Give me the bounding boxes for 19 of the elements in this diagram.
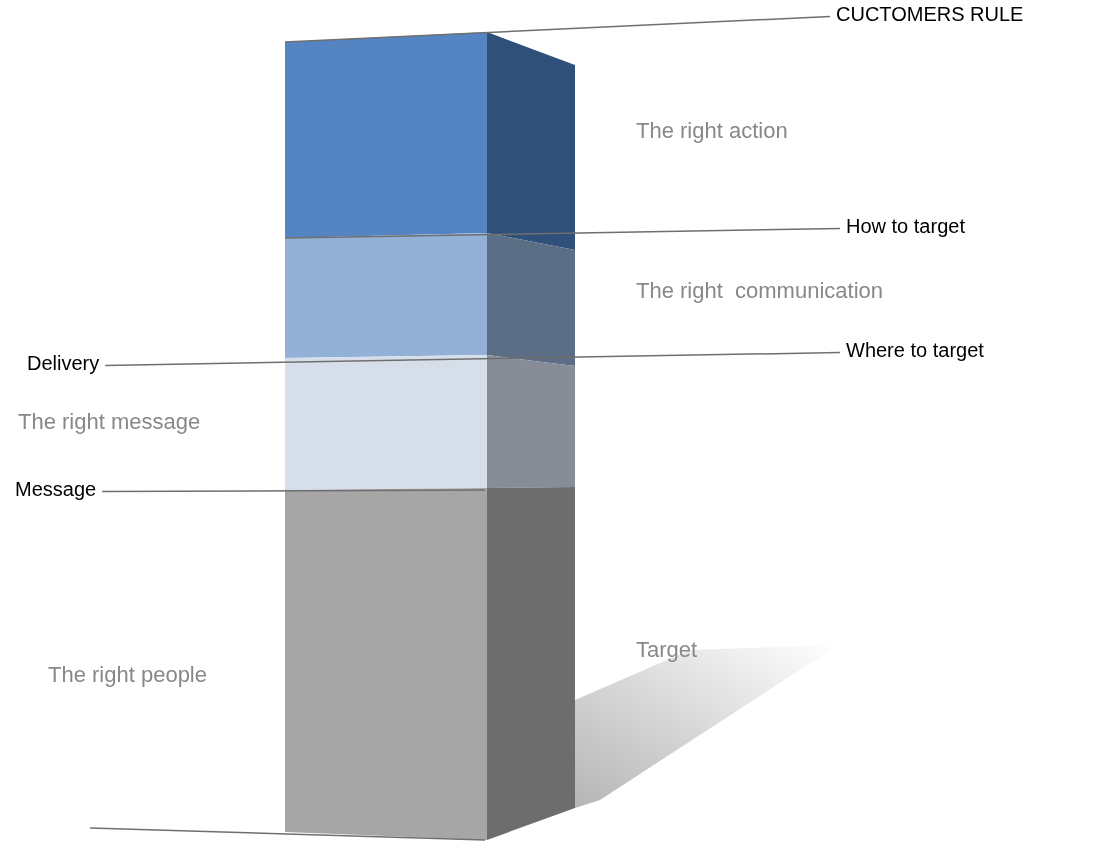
leader-line: [104, 351, 841, 367]
layer-label: The right message: [18, 409, 201, 435]
leader-line: [89, 827, 486, 841]
leader-line: [101, 489, 486, 493]
layer-label: The right communication: [636, 278, 883, 304]
leader-line: [284, 227, 841, 239]
column-segment: [285, 355, 575, 490]
layer-label: The right action: [636, 118, 788, 144]
callout-label: Delivery: [27, 352, 100, 375]
leader-line: [284, 15, 831, 43]
column-segment: [285, 32, 575, 250]
layer-label: Target: [636, 637, 698, 663]
layer-label: The right people: [48, 662, 207, 688]
callout-label: Message: [15, 478, 97, 501]
callout-label: CUCTOMERS RULE: [836, 3, 1024, 26]
column-segment: [285, 233, 575, 366]
callout-label: Where to target: [846, 339, 984, 362]
callout-label: How to target: [846, 215, 965, 238]
column-segment: [285, 487, 575, 840]
